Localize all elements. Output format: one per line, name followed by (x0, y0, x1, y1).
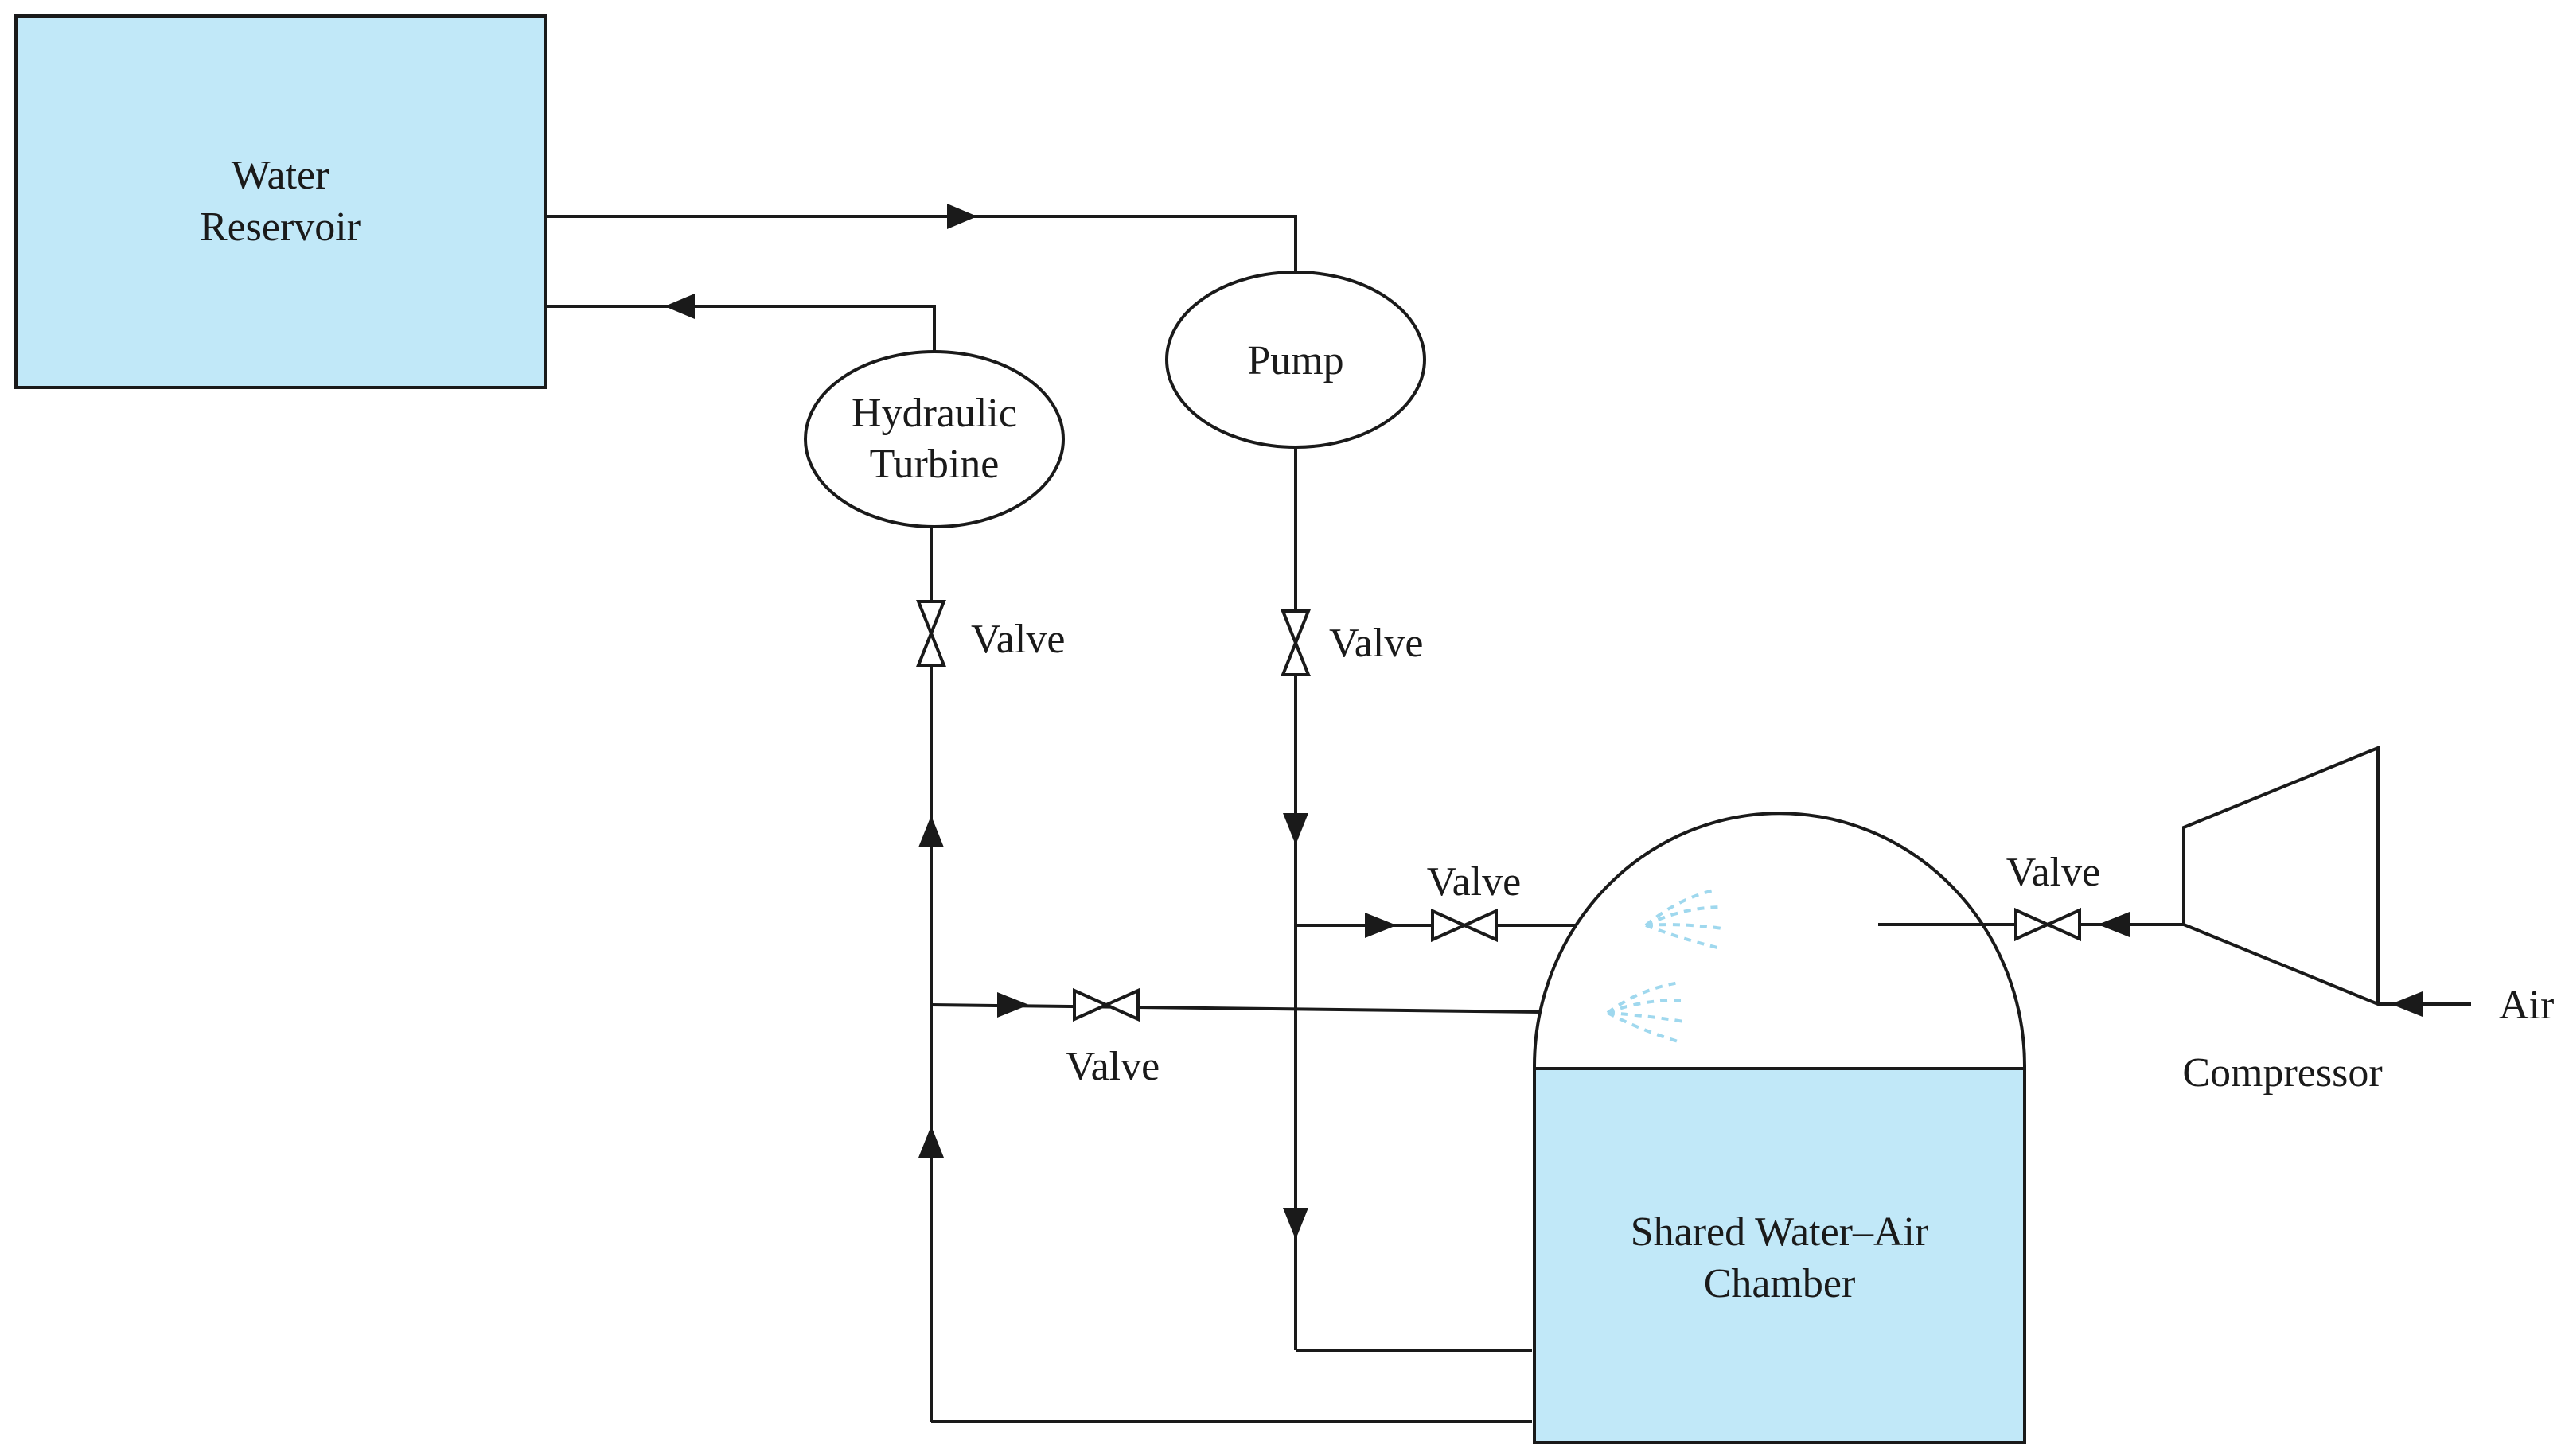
valve-turbine-line-label: Valve (971, 617, 1065, 662)
water-reservoir: Water Reservoir (14, 14, 547, 389)
upper-spray-nozzle (1644, 888, 1723, 950)
pump-label: Pump (1247, 338, 1343, 383)
valve-upper-spray[interactable] (1431, 908, 1498, 943)
water-reservoir-label-2: Reservoir (200, 204, 361, 250)
shared-water-air-chamber: Shared Water–Air Chamber (1533, 812, 2026, 1444)
pump: Pump (1165, 271, 1426, 449)
valve-pump-line-label: Valve (1329, 621, 1423, 666)
valve-air-inlet[interactable] (2014, 907, 2081, 942)
arrow-turbine-up-2 (918, 1126, 944, 1158)
arrow-to-pump (947, 204, 977, 229)
arrow-upper-spray (1365, 913, 1397, 938)
hydraulic-turbine-label-1: Hydraulic (852, 391, 1017, 436)
arrow-air-input (2391, 991, 2423, 1017)
arrow-pump-down-1 (1283, 813, 1308, 845)
valve-air-inlet-label: Valve (2006, 850, 2100, 895)
pipe-lower-spray (930, 1003, 1608, 1014)
hydraulic-turbine: Hydraulic Turbine (804, 350, 1065, 528)
valve-lower-spray[interactable] (1073, 987, 1140, 1022)
arrow-turbine-up-1 (918, 816, 944, 847)
arrow-air-inlet (2098, 912, 2130, 937)
arrow-to-reservoir (665, 294, 695, 319)
air-label: Air (2499, 983, 2554, 1028)
chamber-label-2: Chamber (1704, 1261, 1856, 1306)
arrow-pump-down-2 (1283, 1208, 1308, 1240)
valve-upper-spray-label: Valve (1427, 859, 1521, 905)
chamber-label-1: Shared Water–Air (1631, 1209, 1929, 1255)
compressor-label: Compressor (2182, 1050, 2382, 1096)
lower-spray-nozzle (1606, 981, 1685, 1044)
pipe-turbine-to-reservoir (545, 305, 936, 352)
arrow-lower-spray (997, 992, 1029, 1018)
valve-lower-spray-label: Valve (1066, 1044, 1160, 1089)
water-reservoir-label-1: Water (232, 153, 329, 198)
valve-turbine-line[interactable] (916, 600, 946, 667)
pipe-reservoir-to-pump (545, 215, 1297, 271)
hydraulic-turbine-label-2: Turbine (870, 442, 1000, 487)
valve-pump-line[interactable] (1281, 609, 1311, 676)
compressor: Compressor (2182, 746, 2383, 1096)
